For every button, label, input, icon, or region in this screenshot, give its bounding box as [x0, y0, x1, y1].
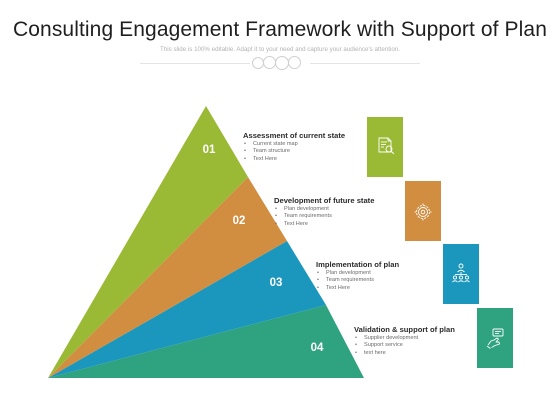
- bullet-item: Plan development: [316, 270, 374, 278]
- pyramid-section-2: [48, 177, 287, 378]
- page-subtitle: This slide is 100% editable. Adapt it to…: [160, 46, 400, 53]
- team-hierarchy-icon: [452, 263, 470, 283]
- bullet-item: Current state map: [243, 141, 298, 149]
- stage-title-1: Assessment of current state: [243, 131, 346, 140]
- bullet-item: Text Here: [243, 156, 298, 164]
- stage-icon-box-2: [405, 181, 441, 241]
- document-magnifier-icon: [378, 137, 395, 155]
- bullet-item: Plan development: [274, 206, 332, 214]
- stage-icon-box-1: [367, 117, 403, 177]
- stage-icon-box-3: [443, 244, 479, 304]
- gear-icon: [414, 203, 432, 221]
- bullet-item: Supplier development: [354, 335, 418, 343]
- pyramid-section-4: [48, 305, 364, 378]
- stage-title-3: Implementation of plan: [316, 260, 400, 269]
- bullet-item: Team requirements: [274, 213, 332, 221]
- stage-number-2: 02: [232, 215, 246, 227]
- stage-number-3: 03: [269, 277, 283, 289]
- divider-left: [140, 63, 250, 64]
- bullet-item: Text Here: [274, 221, 332, 229]
- bullet-item: Text Here: [316, 285, 374, 293]
- bullet-item: Team structure: [243, 148, 298, 156]
- hand-pointer-icon: [486, 328, 504, 349]
- divider-dot: [288, 56, 301, 69]
- stage-bullets-4: Supplier development Support service tex…: [354, 335, 418, 357]
- stage-icon-box-4: [477, 308, 513, 368]
- stage-number-1: 01: [202, 144, 216, 156]
- pyramid-section-1: [48, 106, 248, 378]
- bullet-item: text here: [354, 350, 418, 358]
- bullet-item: Support service: [354, 342, 418, 350]
- stage-title-4: Validation & support of plan: [354, 325, 455, 334]
- page-title: Consulting Engagement Framework with Sup…: [13, 18, 547, 41]
- stage-bullets-2: Plan development Team requirements Text …: [274, 206, 332, 228]
- divider-right: [310, 63, 420, 64]
- divider-dots: [252, 56, 308, 70]
- stage-number-4: 04: [310, 342, 324, 354]
- stage-bullets-3: Plan development Team requirements Text …: [316, 270, 374, 292]
- bullet-item: Team requirements: [316, 277, 374, 285]
- stage-bullets-1: Current state map Team structure Text He…: [243, 141, 298, 163]
- stage-title-2: Development of future state: [274, 196, 375, 205]
- pyramid-section-3: [48, 241, 326, 378]
